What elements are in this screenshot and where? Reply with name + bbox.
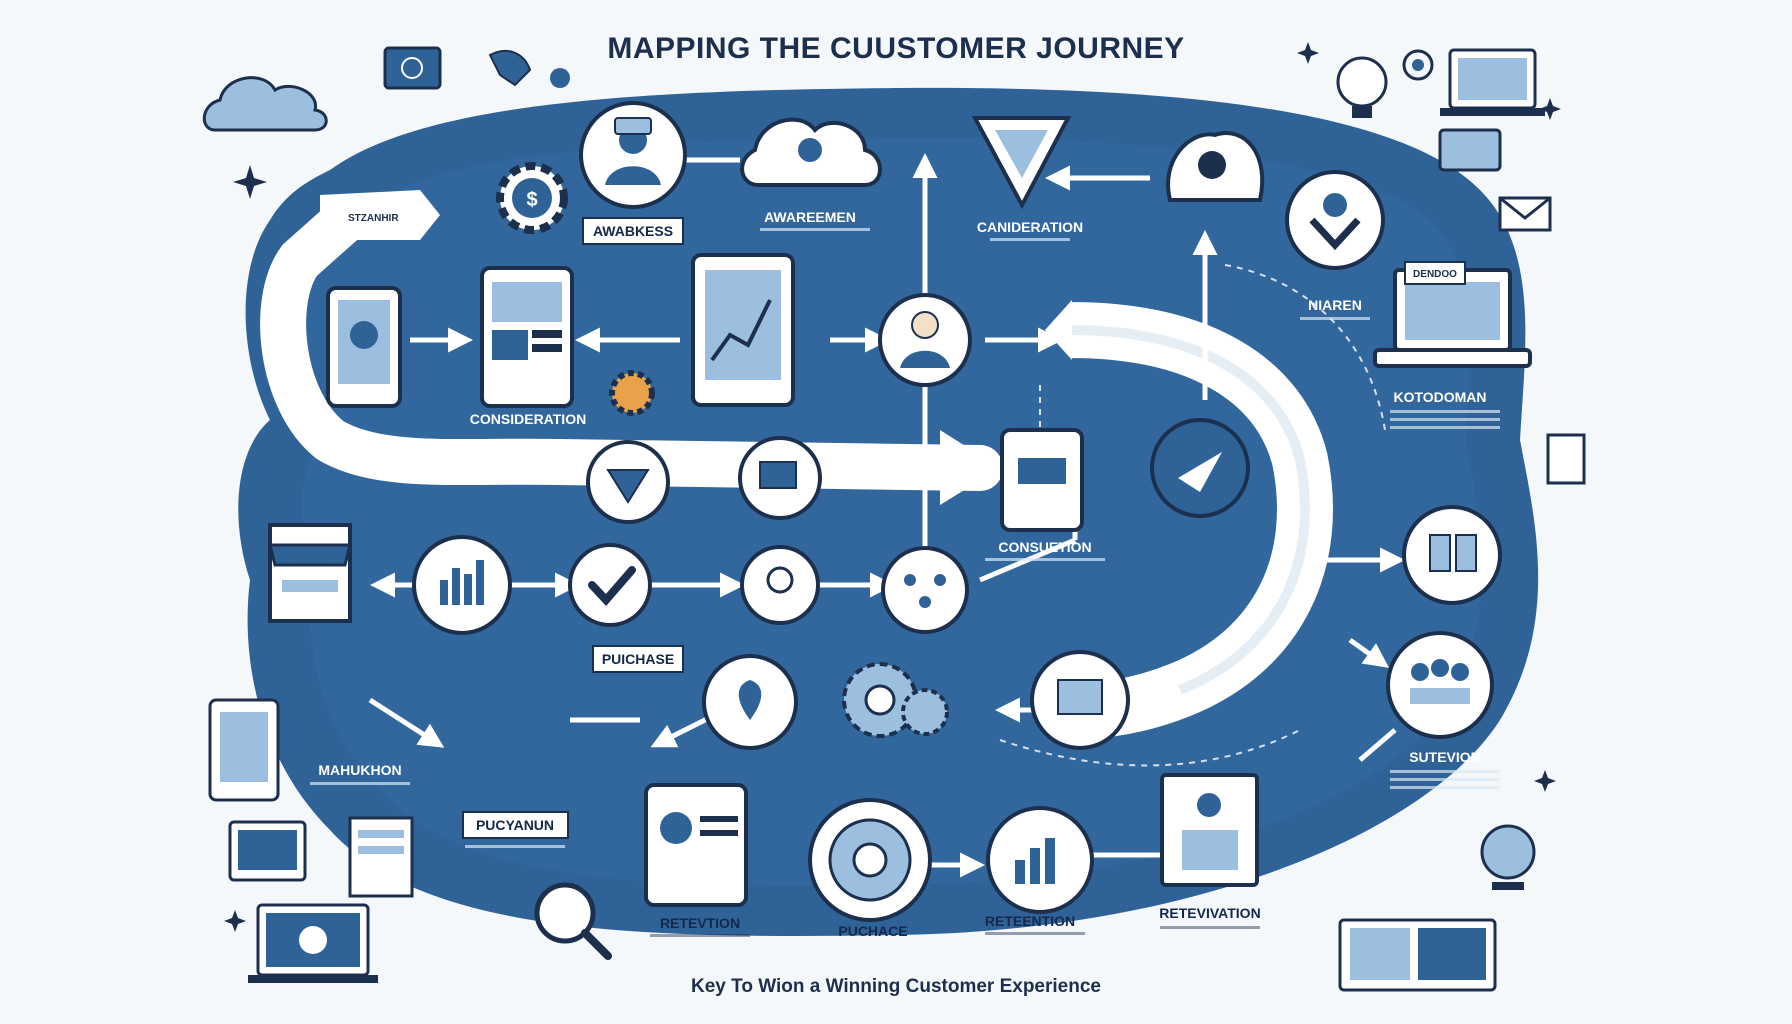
node-devices-right (1402, 505, 1502, 605)
journey-path-upper (260, 197, 1003, 491)
journey-path-loop-shade (1069, 325, 1310, 695)
label-kotodoman: KOTODOMAN (1393, 389, 1486, 405)
label-mahukhon: MAHUKHON (318, 762, 401, 778)
label-sutevion: SUTEVION (1409, 749, 1481, 765)
lightbulb-icon (1336, 56, 1388, 118)
sub-caption-dark (650, 926, 1260, 937)
device-laptop-niaren: DENDOO (1373, 261, 1532, 368)
node-lightbulb (740, 545, 820, 625)
envelope-icon (1498, 196, 1552, 232)
diamond-canideration (971, 116, 1072, 210)
node-diamond-left (586, 440, 670, 524)
label-retenttion: RETEENTION (985, 913, 1075, 929)
label-awareemen: AWAREEMEN (764, 209, 856, 225)
label-awabkess: AWABKESS (593, 223, 673, 239)
globe-stand-icon (1480, 824, 1536, 890)
monitor-icon-left (228, 820, 307, 882)
stage-label-awareness: AWABKESS (582, 217, 684, 245)
label-pucyanun: PUCYANUN (476, 817, 554, 833)
person-top-right (1166, 131, 1265, 202)
laptop-icon-bottomleft (248, 903, 378, 983)
node-pin-purchase (702, 654, 798, 750)
phone-icon-left (208, 698, 280, 802)
gear-icon-dollar: $ (496, 162, 568, 234)
label-canideration: CANIDERATION (977, 219, 1083, 235)
node-paper-plane (1150, 418, 1250, 518)
path-tail-pointer (320, 190, 440, 240)
svg-text:$: $ (526, 189, 537, 211)
cloud-icon-topleft (202, 76, 328, 132)
sub-caption-lines (310, 228, 1500, 848)
node-gears (842, 662, 949, 738)
device-tablet-layout (480, 266, 574, 408)
sparkle-icons (224, 42, 1561, 932)
footer-text: Key To Wion a Winning Customer Experienc… (691, 976, 1101, 997)
globe-icon (550, 68, 570, 88)
document-icon-left (348, 816, 414, 898)
page-title: MAPPING THE CUUSTOMER JOURNEY (607, 32, 1184, 65)
node-person-center (878, 293, 972, 387)
node-advocate (1285, 170, 1385, 270)
stage-label-pucyanun: PUCYANUN (462, 811, 569, 839)
label-puichase: PUICHASE (602, 651, 674, 667)
device-tablet-chart (691, 253, 795, 407)
connector-arrows (368, 153, 1405, 878)
node-purchase-target (808, 798, 932, 922)
label-puchace: PUCHACE (838, 923, 907, 939)
bird-icon (488, 50, 532, 87)
node-laptop-right (1030, 650, 1130, 750)
node-team (1386, 631, 1494, 739)
label-retevivation: RETEVIVATION (1159, 905, 1260, 921)
device-phone-profile (326, 286, 402, 408)
device-store (268, 523, 352, 623)
target-icon (1402, 49, 1434, 81)
node-checkmark (568, 543, 652, 627)
document-icon-right (1546, 433, 1586, 485)
device-cloud-awareness (740, 117, 882, 187)
label-dendoo: DENDOO (1413, 269, 1457, 280)
gear-icon-orange (609, 370, 655, 416)
device-doc-retevivation (1160, 773, 1259, 887)
laptop-icon-topright (1440, 48, 1545, 116)
node-tablet-touch (738, 436, 822, 520)
device-monitor-consuetion (1000, 428, 1084, 532)
node-network (881, 546, 969, 634)
device-tablet-retevtion (644, 783, 748, 907)
stage-label-purchase: PUICHASE (592, 645, 684, 673)
node-retention-growth (986, 806, 1094, 914)
label-consuetion: CONSUETION (998, 539, 1091, 555)
fingerprint-icon (383, 46, 442, 90)
node-search (534, 882, 612, 960)
label-niaren: NIAREN (1308, 297, 1362, 313)
path-head-arrow (940, 430, 1000, 505)
node-awareness-user (579, 101, 687, 209)
node-bar-chart (412, 535, 512, 635)
chat-bubble-icon (1438, 128, 1502, 172)
label-stzanhir: STZANHIR (348, 213, 399, 224)
label-retevtion: RETEVTION (660, 915, 740, 931)
monitor-icon-bottomright (1338, 918, 1497, 992)
label-consideration: CONSIDERATION (470, 411, 586, 427)
